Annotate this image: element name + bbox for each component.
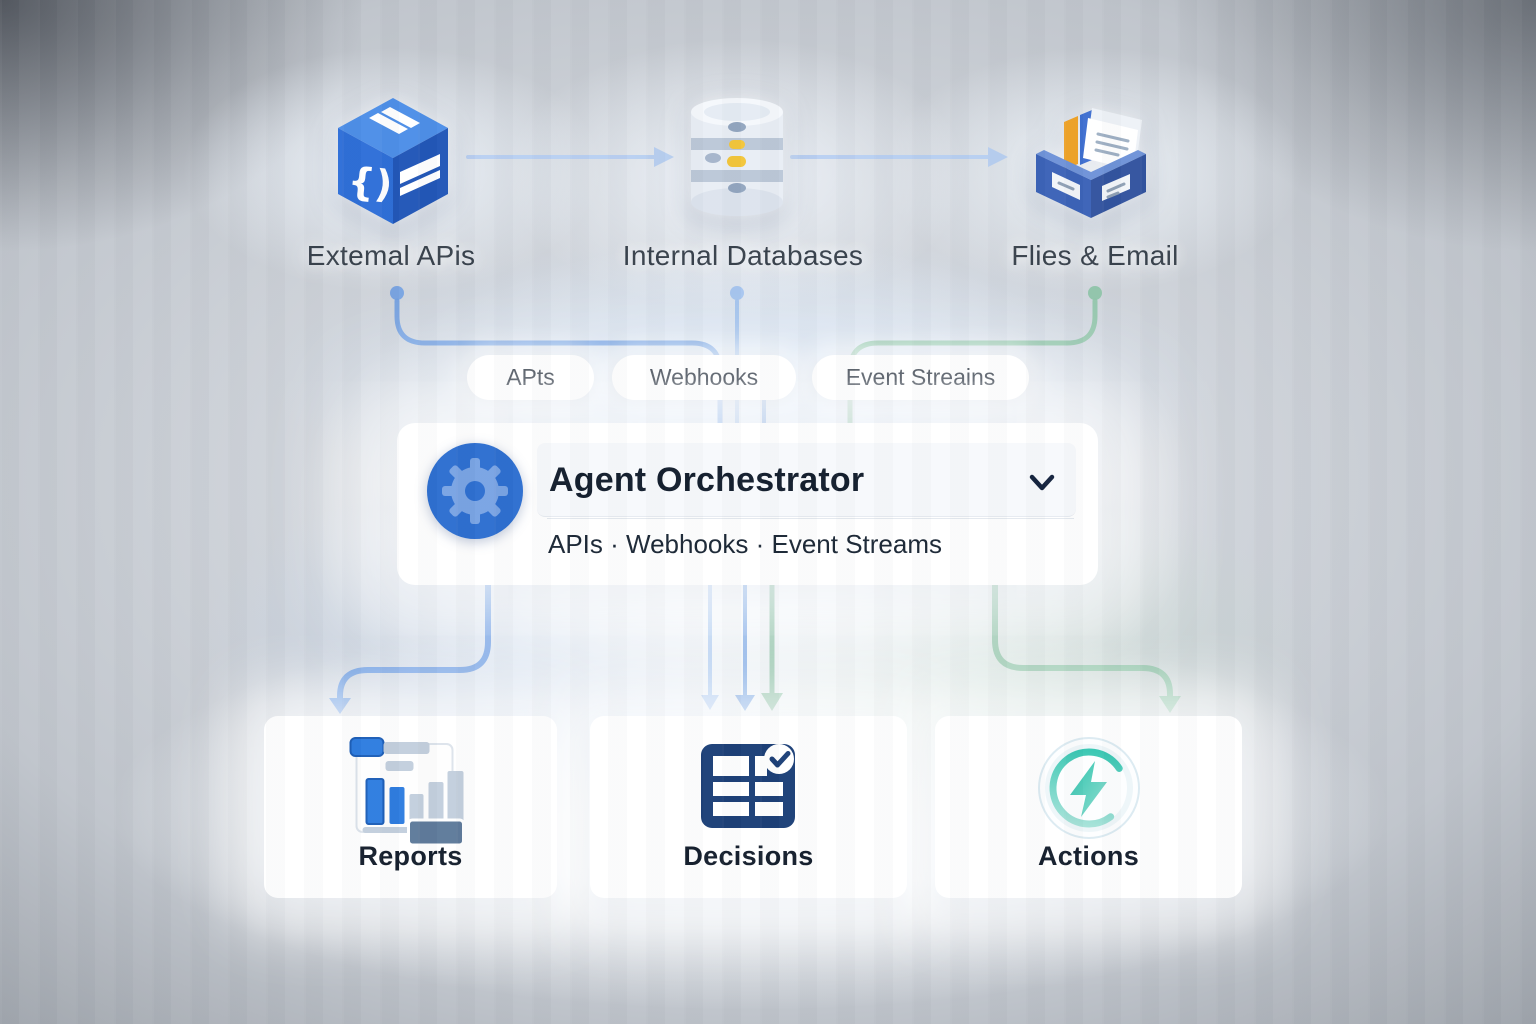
source-node-external-apis: {) [328,92,458,232]
source-label-files-email: Flies & Email [1011,240,1179,271]
connector-dot-external-apis [390,286,404,300]
connector-dot-files-email [1088,286,1102,300]
orchestrator-title-band [537,443,1076,517]
output-card-reports[interactable]: Reports [264,716,557,898]
api-cube-icon: {) [338,98,448,224]
output-label-decisions: Decisions [683,841,814,871]
svg-text:{): {) [346,159,395,207]
actions-lightning-icon [1037,737,1140,839]
chevron-down-icon[interactable] [1027,473,1057,493]
channel-pill-webhooks[interactable]: Webhooks [612,355,796,400]
orchestrator-subtitle: APIs · Webhooks · Event Streams [548,529,942,559]
agent-orchestrator-card[interactable]: Agent Orchestrator APIs · Webhooks · Eve… [397,423,1098,585]
decisions-table-check-icon [700,744,795,828]
connector-orchestrator-to-decisions-2 [735,585,755,711]
channel-pill-apis[interactable]: APts [467,355,594,400]
output-label-actions: Actions [1037,841,1140,871]
source-label-external-apis: Extemal APis [306,240,476,271]
orchestrator-title: Agent Orchestrator [549,461,865,499]
source-node-internal-databases [687,96,787,223]
output-label-reports: Reports [358,841,463,871]
files-email-icon [1036,108,1146,218]
connector-orchestrator-to-reports [329,582,491,714]
reports-bar-chart-icon [349,737,465,847]
connector-orchestrator-to-actions [992,582,1181,713]
flow-arrow-apis-to-databases [466,147,674,167]
output-card-actions[interactable]: Actions [935,716,1242,898]
channel-pill-apis-label: APts [506,364,555,390]
channel-pill-event-streams[interactable]: Event Streains [812,355,1029,400]
database-icon [691,98,783,216]
connector-orchestrator-to-decisions-3 [761,585,783,711]
channel-pill-event-streams-label: Event Streains [845,364,996,390]
source-label-internal-databases: Internal Databases [622,240,864,271]
flow-arrow-databases-to-files [790,147,1008,167]
gear-icon [427,443,523,539]
orchestrator-divider [547,518,1074,519]
connector-dot-internal-databases [730,286,744,300]
channel-pill-webhooks-label: Webhooks [649,364,759,390]
connector-orchestrator-to-decisions-1 [701,585,719,710]
source-node-files-email [1026,92,1161,225]
output-card-decisions[interactable]: Decisions [590,716,907,898]
